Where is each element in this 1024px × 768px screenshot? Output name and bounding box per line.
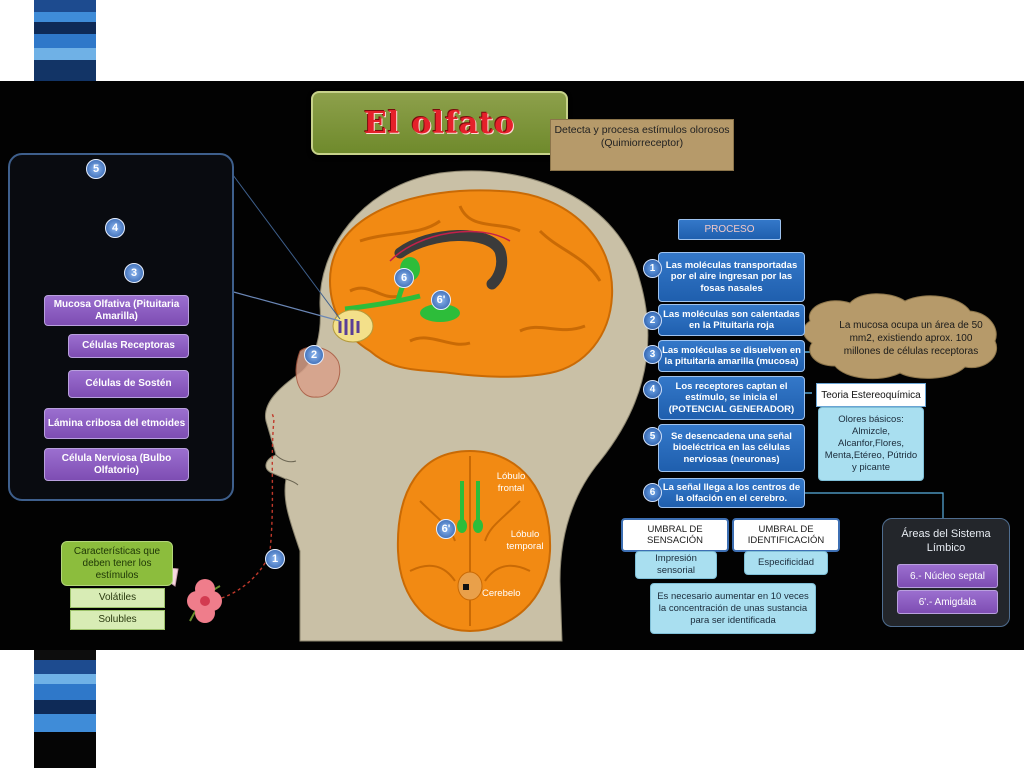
legend-nerviosa: Célula Nerviosa (Bulbo Olfatorio) (44, 448, 189, 481)
mucosa-note: La mucosa ocupa un área de 50 mm2, exist… (839, 319, 983, 357)
marker-6: 6 (394, 268, 414, 288)
flower-illustration (164, 567, 222, 623)
proceso-num-4: 4 (643, 380, 662, 399)
limbic-item-amigdala: 6'.- Amigdala (897, 590, 998, 614)
limbic-areas-panel: Áreas del Sistema Límbico 6.- Núcleo sep… (882, 518, 1010, 627)
page-title: El olfato (363, 105, 516, 141)
stimuli-volatiles: Volátiles (70, 588, 165, 608)
umbral-sensacion: UMBRAL DE SENSACIÓN (621, 518, 729, 552)
proceso-num-1: 1 (643, 259, 662, 278)
theme-stripes-top (34, 0, 96, 81)
proceso-step-4: Los receptores captan el estímulo, se in… (658, 376, 805, 420)
theme-stripes-bottom (34, 650, 96, 768)
proceso-num-6: 6 (643, 483, 662, 502)
receptor-zoom-panel (8, 153, 234, 501)
label-lobulo-frontal: Lóbulo frontal (496, 471, 526, 494)
legend-receptoras: Células Receptoras (68, 334, 189, 358)
brain-inferior (396, 449, 552, 633)
marker-6-prime: 6' (431, 290, 451, 310)
umbral-note: Es necesario aumentar en 10 veces la con… (650, 583, 816, 634)
marker-1: 1 (265, 549, 285, 569)
limbic-title: Áreas del Sistema Límbico (901, 528, 991, 554)
umbral-sensacion-desc: Impresión sensorial (635, 551, 717, 579)
limbic-item-septal: 6.- Núcleo septal (897, 564, 998, 588)
marker-2: 2 (304, 345, 324, 365)
proceso-step-2: Las moléculas son calentadas en la Pitui… (658, 304, 805, 336)
label-cerebelo: Cerebelo (482, 588, 521, 599)
slide: El olfato Detecta y procesa estímulos ol… (0, 81, 1024, 650)
label-lobulo-temporal: Lóbulo temporal (506, 529, 544, 552)
marker-6-prime-inferior: 6' (436, 519, 456, 539)
marker-3: 3 (124, 263, 144, 283)
brain-sagittal (328, 189, 614, 378)
proceso-step-1: Las moléculas transportadas por el aire … (658, 252, 805, 302)
proceso-num-3: 3 (643, 345, 662, 364)
umbral-identificacion-desc: Especificidad (744, 551, 828, 575)
legend-lamina: Lámina cribosa del etmoides (44, 408, 189, 439)
mucosa-note-cloud (803, 293, 998, 380)
title-banner: El olfato (311, 91, 568, 155)
legend-sosten: Células de Sostén (68, 370, 189, 398)
airflow-path (209, 412, 275, 602)
proceso-step-3: Las moléculas se disuelven en la pituita… (658, 340, 805, 372)
stimuli-solubles: Solubles (70, 610, 165, 630)
marker-4: 4 (105, 218, 125, 238)
stimuli-header: Características que deben tener los estí… (61, 541, 173, 586)
proceso-num-5: 5 (643, 427, 662, 446)
proceso-step-5: Se desencadena una señal bioeléctrica en… (658, 424, 805, 472)
teoria-title: Teoria Estereoquímica (816, 383, 926, 407)
proceso-num-2: 2 (643, 311, 662, 330)
head-illustration (11, 162, 998, 642)
legend-mucosa: Mucosa Olfativa (Pituitaria Amarilla) (44, 295, 189, 326)
proceso-header: PROCESO (678, 219, 781, 240)
description-box: Detecta y procesa estímulos olorosos (Qu… (550, 119, 734, 171)
teoria-olores: Olores básicos: Almizcle, Alcanfor,Flore… (818, 407, 924, 481)
proceso-step-6: La señal llega a los centros de la olfac… (658, 478, 805, 508)
marker-5: 5 (86, 159, 106, 179)
umbral-identificacion: UMBRAL DE IDENTIFICACIÓN (732, 518, 840, 552)
